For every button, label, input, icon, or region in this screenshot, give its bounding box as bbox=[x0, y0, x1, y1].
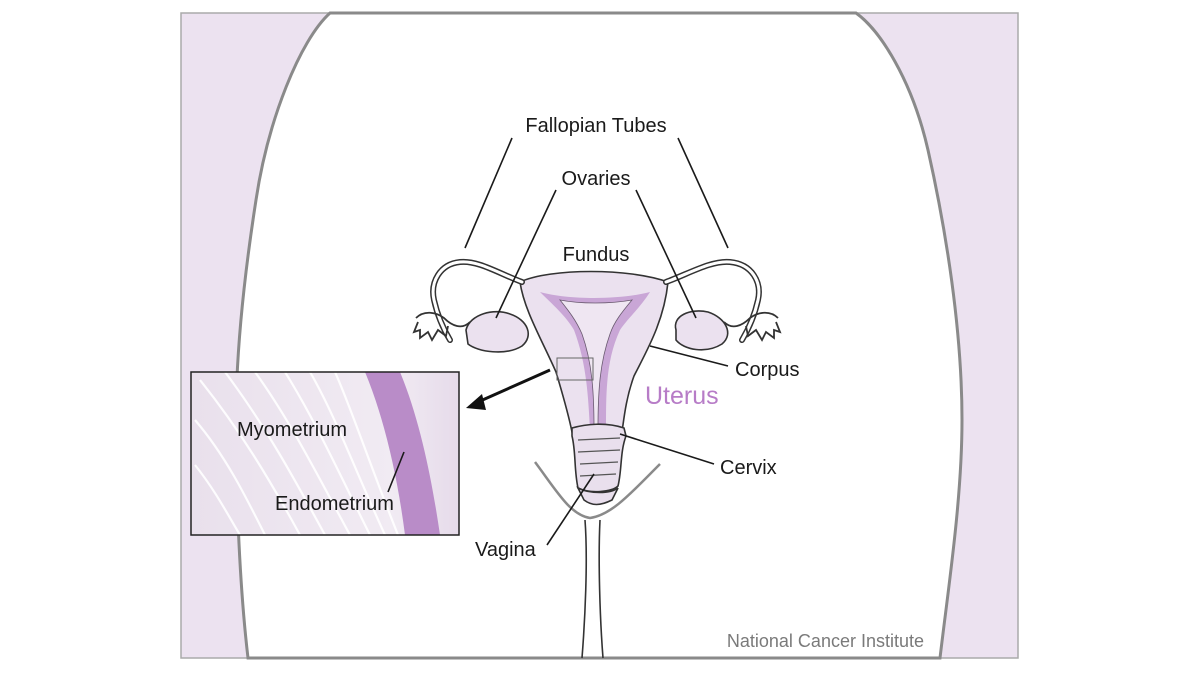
label-uterus: Uterus bbox=[645, 382, 719, 410]
label-cervix: Cervix bbox=[720, 457, 777, 479]
label-ovaries: Ovaries bbox=[562, 168, 631, 190]
cervix-shape bbox=[572, 424, 626, 491]
label-corpus: Corpus bbox=[735, 359, 799, 381]
label-myometrium: Myometrium bbox=[237, 419, 347, 441]
label-fallopian-tubes: Fallopian Tubes bbox=[525, 115, 666, 137]
left-ovary bbox=[466, 312, 528, 352]
label-fundus: Fundus bbox=[563, 244, 630, 266]
credit-text: National Cancer Institute bbox=[727, 631, 924, 651]
label-endometrium: Endometrium bbox=[275, 493, 394, 515]
label-vagina: Vagina bbox=[475, 539, 537, 561]
